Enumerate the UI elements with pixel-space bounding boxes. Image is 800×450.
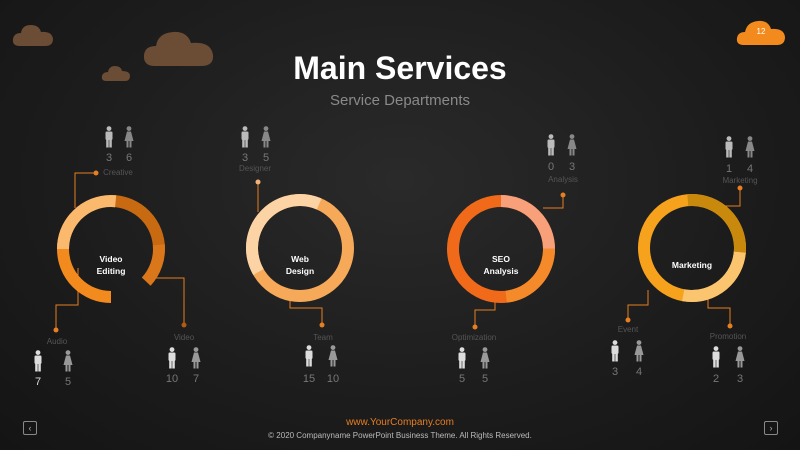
ring-web-design [246, 194, 354, 302]
ring-seo-analysis [447, 195, 555, 303]
male-person-icon [167, 347, 177, 369]
female-count: 5 [481, 373, 489, 385]
cloud-icon [143, 31, 214, 66]
male-count: 2 [712, 373, 720, 385]
male-person-icon [724, 136, 734, 158]
female-person-icon [634, 340, 644, 362]
male-person-icon [546, 134, 556, 156]
page-title: Main Services [293, 50, 507, 86]
category-label: Audio [46, 337, 68, 346]
female-count: 4 [746, 163, 754, 175]
female-count: 3 [568, 161, 576, 173]
male-person-icon [104, 126, 114, 148]
female-count: 7 [192, 373, 200, 385]
female-person-icon [63, 350, 73, 372]
page-number-badge: 12 [736, 18, 786, 46]
category-label: Marketing [722, 176, 758, 185]
female-person-icon [745, 136, 755, 158]
ring-video-editing [57, 195, 165, 303]
female-count: 3 [736, 373, 744, 385]
male-count: 3 [611, 366, 619, 378]
female-person-icon [328, 345, 338, 367]
category-label: Promotion [709, 332, 747, 341]
service-name-marketing: Marketing [671, 260, 713, 270]
male-person-icon [304, 345, 314, 367]
male-person-icon [610, 340, 620, 362]
female-person-icon [480, 347, 490, 369]
male-count: 3 [241, 152, 249, 164]
female-person-icon [567, 134, 577, 156]
chevron-left-icon[interactable]: ‹ [23, 421, 37, 435]
male-count: 5 [458, 373, 466, 385]
female-count: 5 [262, 152, 270, 164]
female-count: 10 [326, 373, 340, 385]
female-count: 6 [125, 152, 133, 164]
cloud-icon [736, 20, 785, 45]
page-subtitle: Service Departments [329, 92, 471, 109]
male-count: 15 [302, 373, 316, 385]
male-person-icon [33, 350, 43, 372]
chevron-right-icon[interactable]: › [764, 421, 778, 435]
category-label: Analysis [548, 175, 578, 184]
category-label: Creative [103, 168, 133, 177]
category-label: Team [313, 333, 333, 342]
cloud-icon [12, 25, 53, 46]
female-count: 4 [635, 366, 643, 378]
category-label: Event [617, 325, 639, 334]
page-number: 12 [756, 27, 766, 36]
male-person-icon [457, 347, 467, 369]
cloud-icon [101, 66, 130, 81]
female-person-icon [261, 126, 271, 148]
category-label: Optimization [451, 333, 497, 342]
female-person-icon [735, 346, 745, 368]
male-count: 1 [725, 163, 733, 175]
footer-copyright: © 2020 Companyname PowerPoint Business T… [268, 431, 532, 440]
footer-url[interactable]: www.YourCompany.com [346, 417, 454, 428]
male-count: 3 [105, 152, 113, 164]
male-person-icon [240, 126, 250, 148]
male-person-icon [711, 346, 721, 368]
male-count: 0 [547, 161, 555, 173]
male-count: 7 [34, 376, 42, 388]
category-label: Video [173, 333, 195, 342]
category-label: Designer [238, 164, 271, 173]
ring-marketing [638, 194, 746, 302]
female-person-icon [191, 347, 201, 369]
female-person-icon [124, 126, 134, 148]
male-count: 10 [165, 373, 179, 385]
female-count: 5 [64, 376, 72, 388]
